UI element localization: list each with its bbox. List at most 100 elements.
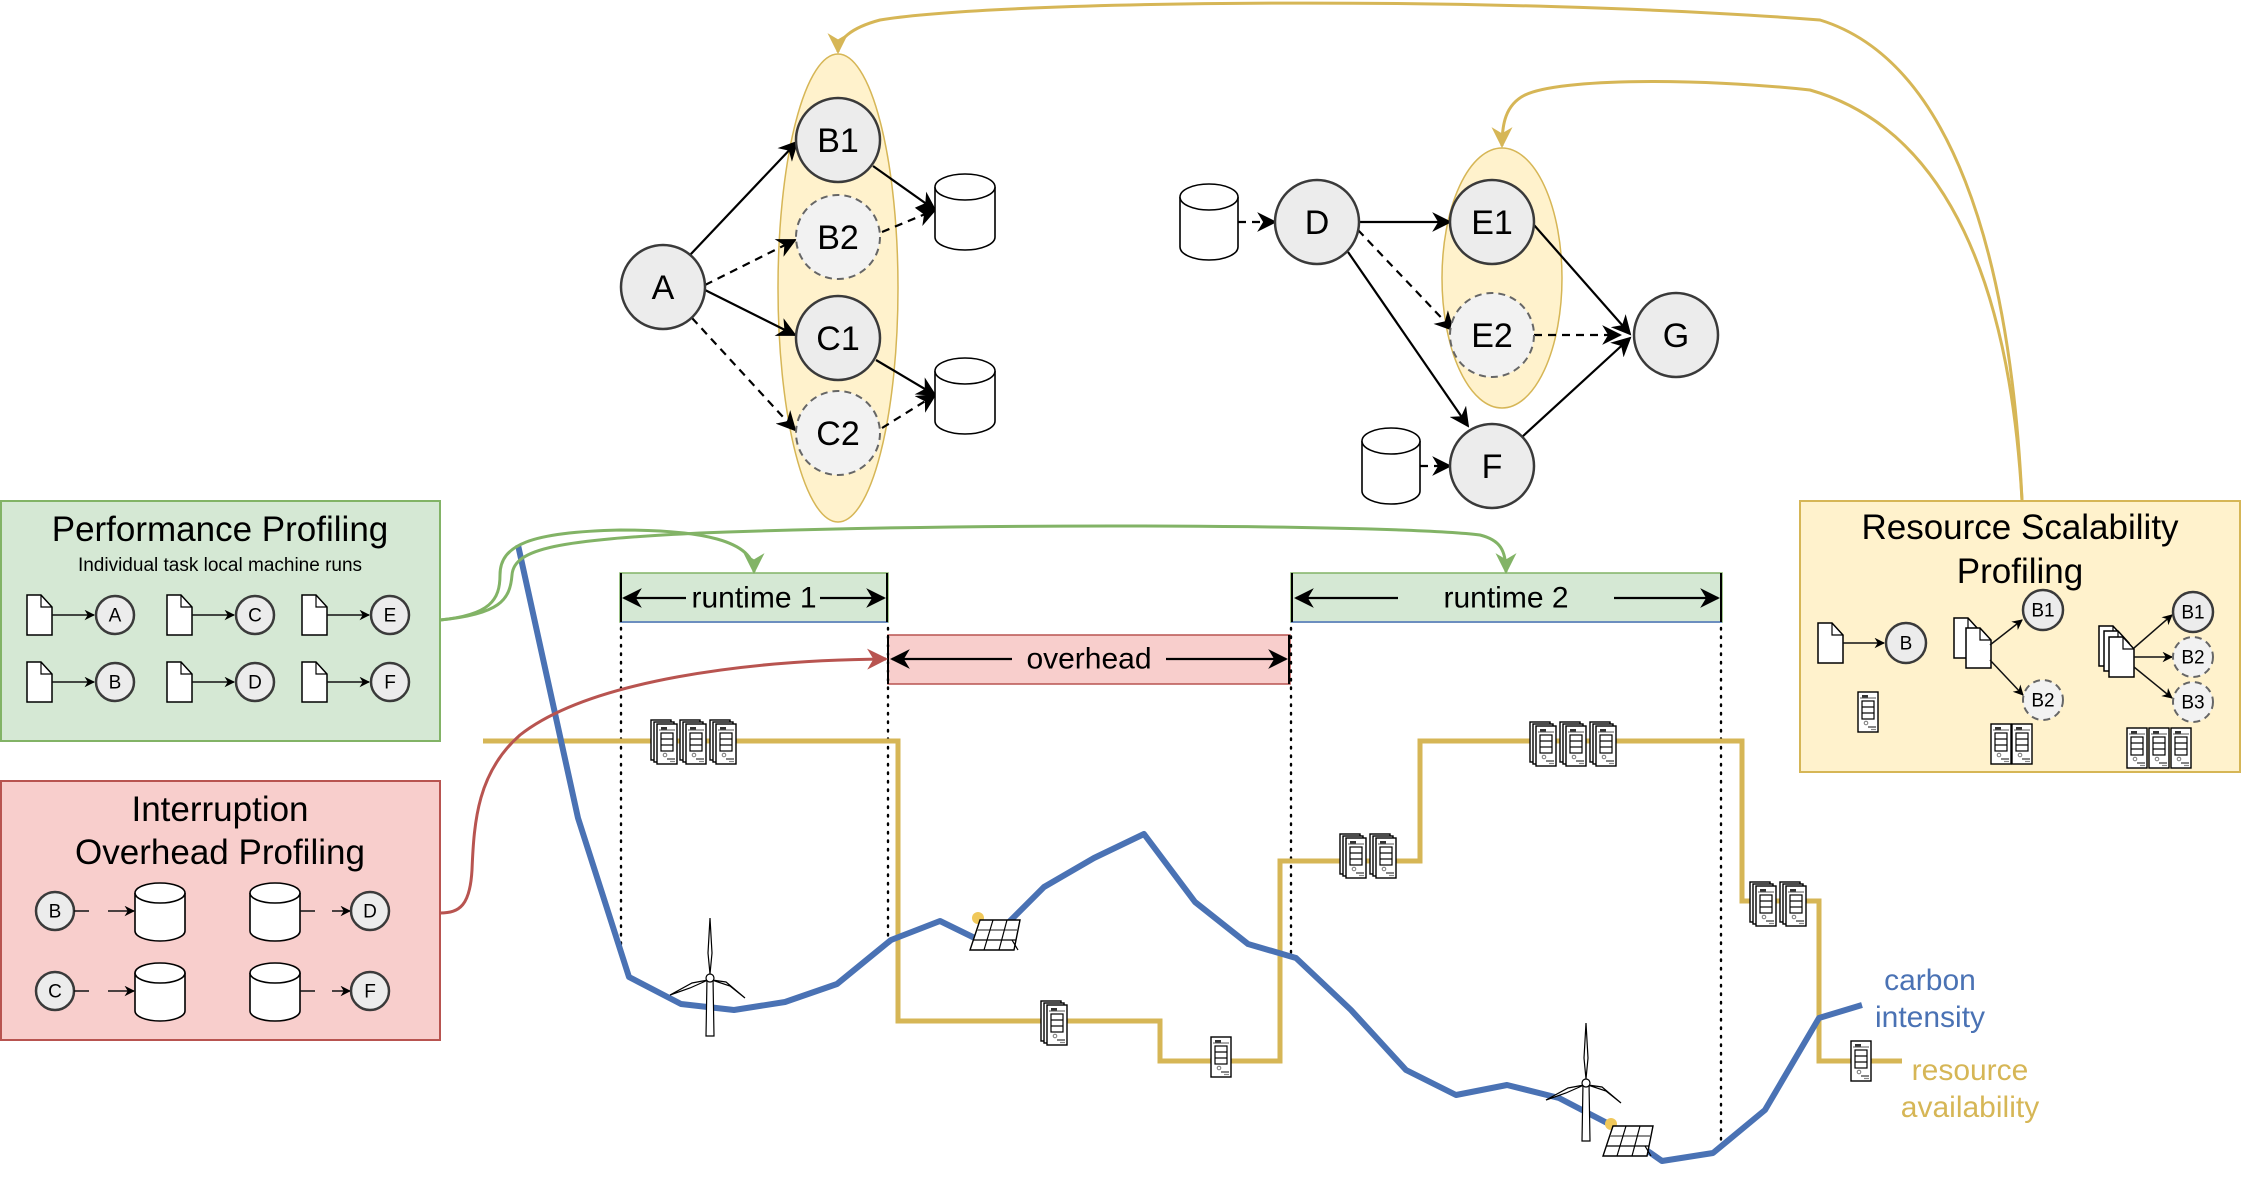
server-cluster-icon (1340, 834, 1396, 878)
node-label: D (363, 902, 377, 923)
node-label: F (1482, 448, 1503, 486)
task-node-f[interactable]: F (369, 661, 411, 703)
server-icon (1850, 1040, 1872, 1082)
task-node-c1[interactable]: C1 (794, 294, 882, 382)
node-label: E2 (1471, 317, 1513, 355)
task-node-b2[interactable]: B2 (795, 194, 881, 280)
server-icon (1210, 1036, 1232, 1078)
task-node-e[interactable]: E (369, 594, 411, 636)
server-cluster-icon (1530, 722, 1616, 766)
task-node-g[interactable]: G (1632, 291, 1720, 379)
task-node-b[interactable]: B (1884, 621, 1928, 665)
storage-cylinder-icon (249, 962, 301, 1022)
task-node-a[interactable]: A (94, 594, 136, 636)
interruption-to-overhead-arrow (439, 648, 889, 915)
server-cluster-icon (1041, 1001, 1067, 1045)
edge (2133, 666, 2173, 699)
edge-c1-storage (875, 359, 937, 397)
node-label: A (109, 606, 122, 627)
wind-turbine-icon (1545, 1022, 1622, 1142)
performance-profiling-panel: Performance Profiling Individual task lo… (0, 500, 441, 742)
legend-resource-line2: availability (1901, 1091, 2039, 1124)
panel-title-line1: Interruption (131, 790, 308, 829)
server-icon (1990, 723, 2012, 765)
workflow-2: D E1 E2 F G (1179, 147, 1720, 510)
node-label: B1 (817, 122, 859, 160)
solar-panel-icon (969, 912, 1021, 951)
task-node-d[interactable]: D (349, 890, 391, 932)
task-node-f[interactable]: F (1448, 422, 1536, 510)
node-label: F (364, 982, 376, 1003)
edge-d-f (1347, 251, 1470, 428)
storage-cylinder-icon (934, 173, 996, 251)
server-icon (2126, 727, 2148, 769)
task-node-b1[interactable]: B1 (794, 96, 882, 184)
panel-subtitle: Individual task local machine runs (78, 555, 362, 576)
legend-resource-line1: resource (1912, 1054, 2029, 1087)
task-node-b2[interactable]: B2 (2172, 636, 2214, 678)
workflow-1: A B1 B2 C1 C2 (619, 53, 996, 523)
storage-cylinder-icon (134, 962, 186, 1022)
task-node-d[interactable]: D (234, 661, 276, 703)
node-label: B (109, 673, 122, 694)
storage-cylinder-icon (1179, 183, 1239, 261)
task-node-f[interactable]: F (349, 970, 391, 1012)
task-node-c[interactable]: C (34, 970, 76, 1012)
task-node-b[interactable]: B (94, 661, 136, 703)
task-node-c[interactable]: C (234, 594, 276, 636)
runtime-1-bar: runtime 1 (619, 572, 889, 623)
legend-carbon-line1: carbon (1884, 964, 1976, 997)
scalability-arrow-to-b-c (827, 1, 2024, 501)
panel-title-line2: Overhead Profiling (75, 833, 365, 872)
task-node-b1[interactable]: B1 (2171, 590, 2215, 634)
overhead-label: overhead (1026, 643, 1151, 676)
task-node-d[interactable]: D (1273, 178, 1361, 266)
edge-a-c2 (691, 317, 797, 432)
performance-to-runtime1-arrow (439, 528, 765, 622)
node-label: G (1663, 317, 1689, 355)
edge (2133, 614, 2173, 649)
task-node-b[interactable]: B (34, 890, 76, 932)
edge-a-b1 (689, 140, 799, 256)
task-node-e2[interactable]: E2 (1449, 292, 1535, 378)
storage-cylinder-icon (134, 882, 186, 942)
server-icon (2148, 727, 2170, 769)
edge-a-b2 (704, 239, 797, 286)
storage-cylinder-icon (934, 357, 996, 435)
node-label: B2 (2031, 691, 2054, 712)
node-label: D (1305, 204, 1330, 242)
node-label: E (384, 606, 397, 627)
panel-title-line2: Profiling (1957, 552, 2083, 591)
edge-b2-storage (881, 207, 937, 234)
resource-scalability-panel: Resource Scalability Profiling BB1B2B1B2… (1799, 500, 2241, 773)
edge-c2-storage (881, 393, 937, 429)
overhead-bar: overhead (887, 634, 1291, 685)
server-cluster-icon (651, 720, 736, 764)
server-icon (1857, 691, 1879, 733)
runtime-2-label: runtime 2 (1443, 582, 1568, 615)
solar-panel-icon (1602, 1118, 1654, 1157)
task-node-b1[interactable]: B1 (2021, 588, 2065, 632)
node-label: B (1900, 634, 1913, 655)
runtime-2-bar: runtime 2 (1290, 572, 1723, 623)
task-node-a[interactable]: A (619, 243, 707, 331)
legend-carbon-line2: intensity (1875, 1001, 1985, 1034)
task-node-e1[interactable]: E1 (1448, 178, 1536, 266)
server-cluster-icon (1750, 882, 1806, 926)
task-node-b2[interactable]: B2 (2022, 679, 2064, 721)
edge-d-e2 (1357, 229, 1455, 332)
server-icon (2011, 723, 2033, 765)
edge (1989, 659, 2024, 696)
task-node-c2[interactable]: C2 (795, 390, 881, 476)
task-node-b3[interactable]: B3 (2172, 681, 2214, 723)
node-label: C (248, 606, 262, 627)
node-label: C2 (816, 415, 859, 453)
node-label: C (48, 982, 62, 1003)
storage-cylinder-icon (1361, 427, 1421, 505)
edge-e1-g (1533, 224, 1632, 336)
time-guides (619, 626, 1723, 1142)
node-label: A (652, 269, 675, 307)
node-label: B (49, 902, 62, 923)
interruption-profiling-panel: Interruption Overhead Profiling B C D F (0, 780, 441, 1041)
